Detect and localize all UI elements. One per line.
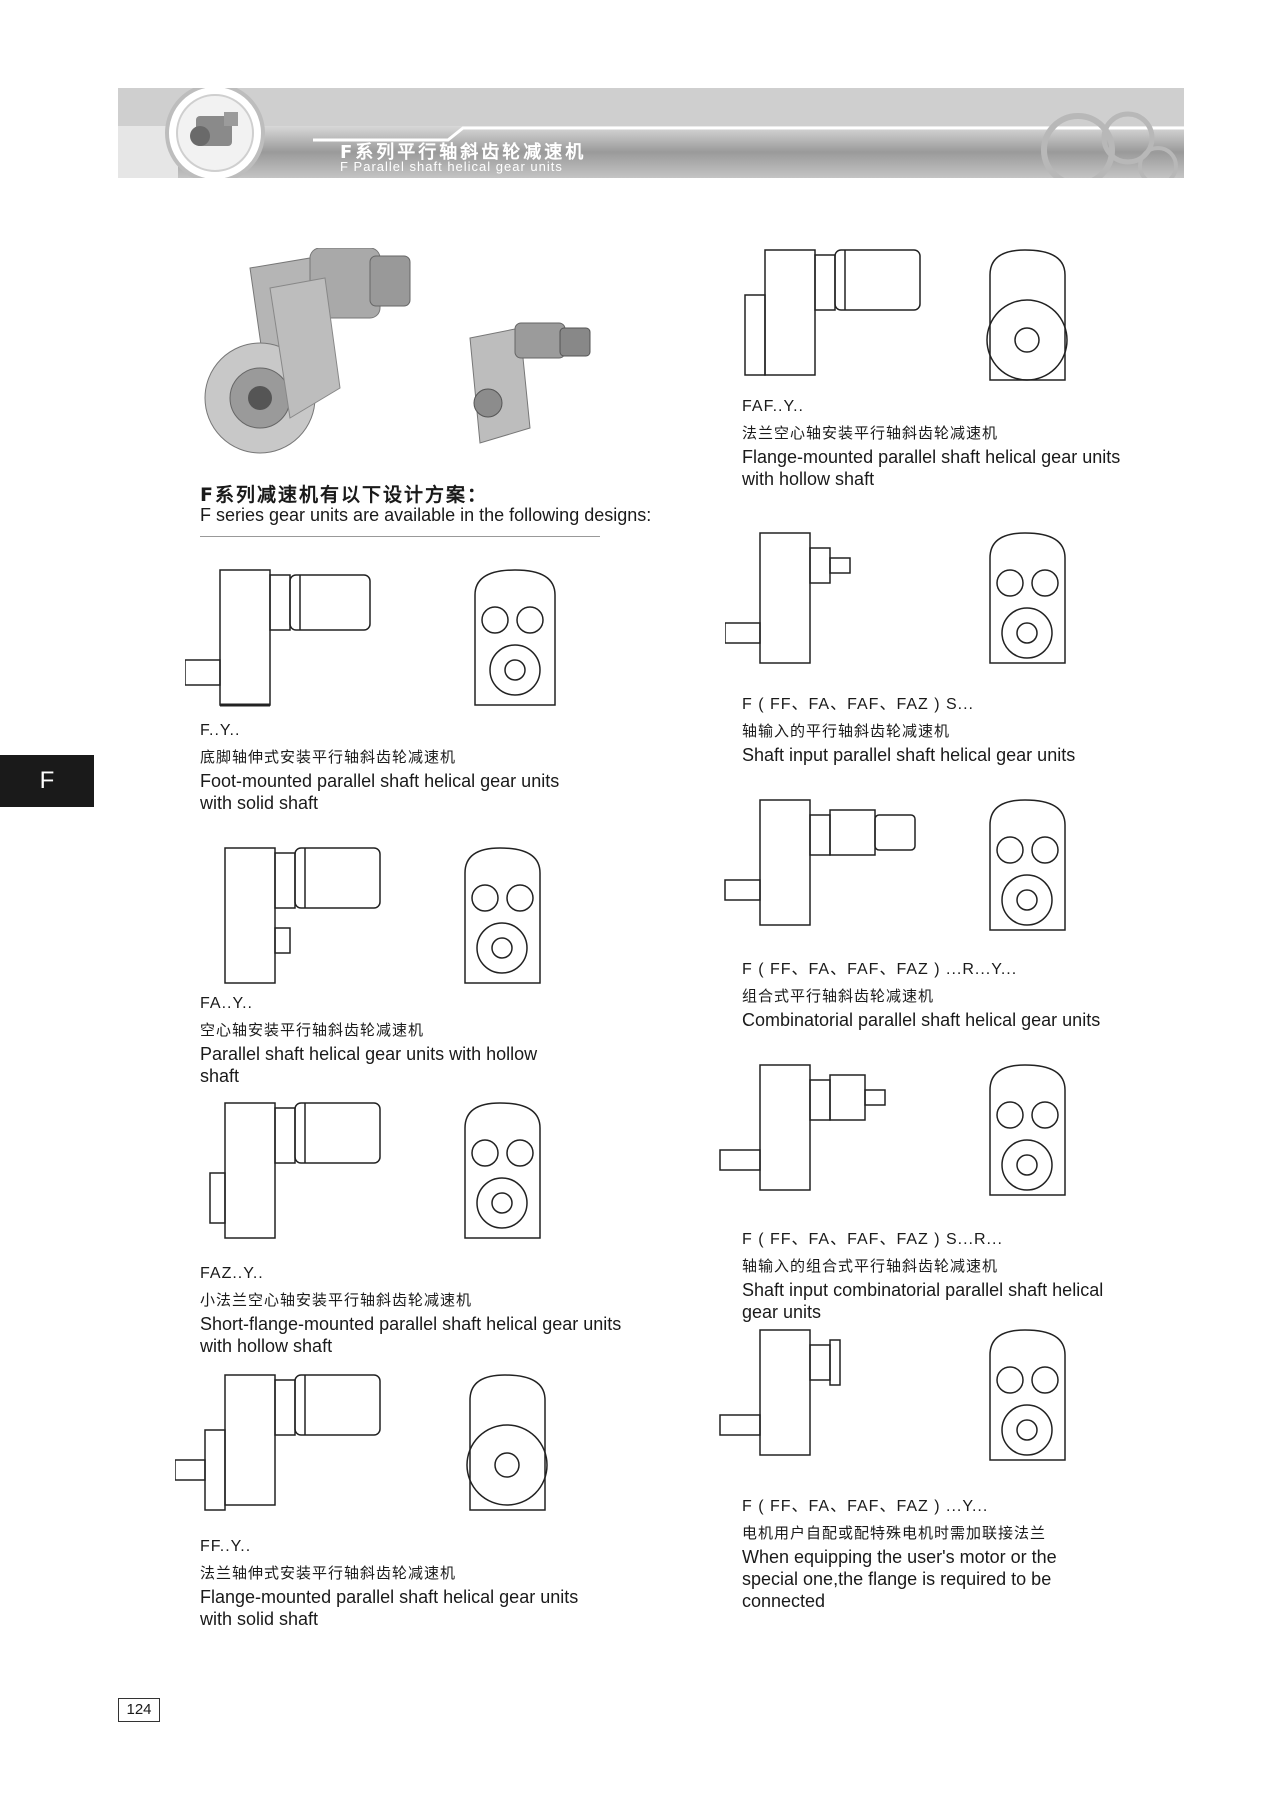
drawing-faf-y xyxy=(744,249,1068,381)
design-code: FA..Y.. xyxy=(200,995,253,1012)
design-title-zh: 电机用户自配或配特殊电机时需加联接法兰 xyxy=(742,1524,1047,1542)
drawing-f-y xyxy=(185,569,556,707)
design-title-en: Flange-mounted parallel shaft helical ge… xyxy=(200,1587,579,1629)
drawing-r-y xyxy=(724,799,1066,931)
product-photo-small xyxy=(469,322,591,444)
design-item-s-r: F ( FF、FA、FAF、FAZ ) S...R... 轴输入的组合式平行轴斜… xyxy=(742,1225,1262,1323)
design-item-fa-y: FA..Y.. 空心轴安装平行轴斜齿轮减速机 Parallel shaft he… xyxy=(200,995,720,1087)
design-item-r-y: F ( FF、FA、FAF、FAZ ) ...R...Y... 组合式平行轴斜齿… xyxy=(742,955,1262,1031)
design-title-en: Shaft input parallel shaft helical gear … xyxy=(742,745,1076,765)
design-code: F ( FF、FA、FAF、FAZ ) ...R...Y... xyxy=(742,961,1018,978)
design-code: F ( FF、FA、FAF、FAZ ) S... xyxy=(742,696,975,713)
design-code: FAF..Y.. xyxy=(742,398,804,415)
design-code: FF..Y.. xyxy=(200,1538,252,1555)
product-photo-large xyxy=(204,248,411,454)
design-title-zh: 小法兰空心轴安装平行轴斜齿轮减速机 xyxy=(200,1291,473,1309)
drawing-s-r xyxy=(719,1064,1066,1196)
header-banner: F系列平行轴斜齿轮减速机 F Parallel shaft helical ge… xyxy=(118,88,1184,178)
design-title-zh: 组合式平行轴斜齿轮减速机 xyxy=(742,987,935,1005)
design-title-zh: 轴输入的组合式平行轴斜齿轮减速机 xyxy=(742,1257,999,1275)
page-number: 124 xyxy=(118,1698,160,1722)
design-title-zh: 法兰轴伸式安装平行轴斜齿轮减速机 xyxy=(200,1564,457,1582)
design-code: F ( FF、FA、FAF、FAZ ) S...R... xyxy=(742,1231,1003,1248)
design-item-faf-y: FAF..Y.. 法兰空心轴安装平行轴斜齿轮减速机 Flange-mounted… xyxy=(742,398,1262,490)
design-item-flange-y: F ( FF、FA、FAF、FAZ ) ...Y... 电机用户自配或配特殊电机… xyxy=(742,1492,1262,1612)
design-code: FAZ..Y.. xyxy=(200,1265,264,1282)
design-title-en: Foot-mounted parallel shaft helical gear… xyxy=(200,771,560,813)
section-tab: F xyxy=(0,755,94,807)
design-title-en: Flange-mounted parallel shaft helical ge… xyxy=(742,447,1121,489)
design-code: F ( FF、FA、FAF、FAZ ) ...Y... xyxy=(742,1498,989,1515)
design-title-en: Short-flange-mounted parallel shaft heli… xyxy=(200,1314,622,1356)
design-title-zh: 法兰空心轴安装平行轴斜齿轮减速机 xyxy=(742,424,999,442)
drawing-fa-y xyxy=(224,847,541,984)
intro-heading-zh: F系列减速机有以下设计方案： xyxy=(200,484,488,506)
design-title-en: Combinatorial parallel shaft helical gea… xyxy=(742,1010,1101,1030)
banner-title-zh: F系列平行轴斜齿轮减速机 xyxy=(340,142,587,163)
drawing-flange-y xyxy=(719,1329,1066,1461)
design-item-s: F ( FF、FA、FAF、FAZ ) S... 轴输入的平行轴斜齿轮减速机 S… xyxy=(742,690,1262,766)
design-title-zh: 轴输入的平行轴斜齿轮减速机 xyxy=(742,722,951,740)
design-title-zh: 空心轴安装平行轴斜齿轮减速机 xyxy=(200,1021,425,1039)
drawing-s xyxy=(725,532,1066,664)
banner-title-en: F Parallel shaft helical gear units xyxy=(340,159,563,174)
design-title-en: Shaft input combinatorial parallel shaft… xyxy=(742,1280,1104,1322)
drawing-faz-y xyxy=(209,1102,541,1239)
drawing-ff-y xyxy=(175,1374,548,1511)
design-item-f-y: F..Y.. 底脚轴伸式安装平行轴斜齿轮减速机 Foot-mounted par… xyxy=(200,722,720,814)
design-item-ff-y: FF..Y.. 法兰轴伸式安装平行轴斜齿轮减速机 Flange-mounted … xyxy=(200,1538,720,1630)
design-title-zh: 底脚轴伸式安装平行轴斜齿轮减速机 xyxy=(200,748,457,766)
intro-heading-en: F series gear units are available in the… xyxy=(200,505,652,525)
design-code: F..Y.. xyxy=(200,722,241,739)
design-item-faz-y: FAZ..Y.. 小法兰空心轴安装平行轴斜齿轮减速机 Short-flange-… xyxy=(200,1265,720,1357)
intro-divider xyxy=(200,536,600,537)
design-title-en: Parallel shaft helical gear units with h… xyxy=(200,1044,538,1086)
design-title-en: When equipping the user's motor or the s… xyxy=(742,1547,1057,1611)
